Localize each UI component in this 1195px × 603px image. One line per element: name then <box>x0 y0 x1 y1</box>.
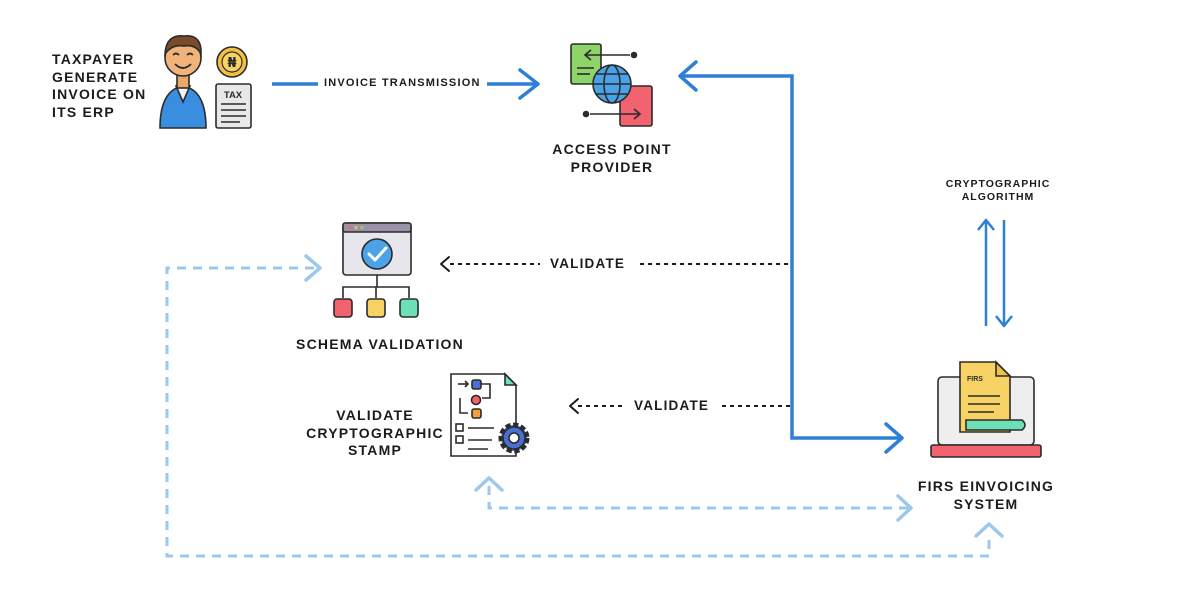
taxpayer-line-4: ITS ERP <box>52 103 115 120</box>
stamp-feedback-loop <box>474 476 913 522</box>
checklist-window-icon <box>333 222 419 318</box>
taxpayer-label: TAXPAYER GENERATE INVOICE ON ITS ERP <box>52 51 146 121</box>
naira-coin-icon <box>216 46 248 78</box>
globe-exchange-icon <box>570 43 653 127</box>
stamp-line-2: CRYPTOGRAPHIC <box>306 424 444 441</box>
firs-doc-mark: FIRS <box>967 376 983 383</box>
crypto-line-2: ALGORITHM <box>961 191 1035 204</box>
crypto-algorithm-arrows <box>977 218 1013 328</box>
taxpayer-line-3: INVOICE ON <box>52 86 147 102</box>
invoice-transmission-label: INVOICE TRANSMISSION <box>318 77 487 89</box>
schema-validation-label: SCHEMA VALIDATION <box>296 336 464 352</box>
access-point-line-1: ACCESS POINT <box>552 141 672 157</box>
naira-symbol: ₦ <box>227 56 236 71</box>
access-point-line-2: PROVIDER <box>570 158 654 175</box>
validate-schema-label: VALIDATE <box>544 256 632 271</box>
firs-line-1: FIRS EINVOICING <box>917 478 1055 494</box>
invoice-transmission-arrow <box>272 68 540 100</box>
stamp-line-1: VALIDATE <box>336 407 414 423</box>
tax-document-icon <box>215 83 252 129</box>
firs-laptop-icon <box>930 360 1042 458</box>
tax-badge: TAX <box>224 90 243 101</box>
access-point-label: ACCESS POINT PROVIDER <box>532 141 692 176</box>
schema-feedback-loop <box>165 254 1004 558</box>
validate-stamp-arrow <box>569 398 792 414</box>
firs-line-2: SYSTEM <box>953 495 1019 512</box>
taxpayer-line-2: GENERATE <box>52 68 139 85</box>
validate-stamp-node-label: VALIDATE CRYPTOGRAPHIC STAMP <box>300 407 450 460</box>
process-gear-icon <box>450 372 530 457</box>
stamp-line-3: STAMP <box>348 442 402 458</box>
crypto-line-1: CRYPTOGRAPHIC <box>945 178 1051 190</box>
validate-stamp-label: VALIDATE <box>628 398 716 413</box>
validate-schema-arrow <box>440 256 792 272</box>
crypto-algorithm-label: CRYPTOGRAPHIC ALGORITHM <box>918 178 1078 204</box>
access-to-firs-connector <box>678 60 904 454</box>
person-icon <box>159 35 207 129</box>
firs-label: FIRS EINVOICING SYSTEM <box>896 478 1076 513</box>
taxpayer-line-1: TAXPAYER <box>52 51 135 67</box>
